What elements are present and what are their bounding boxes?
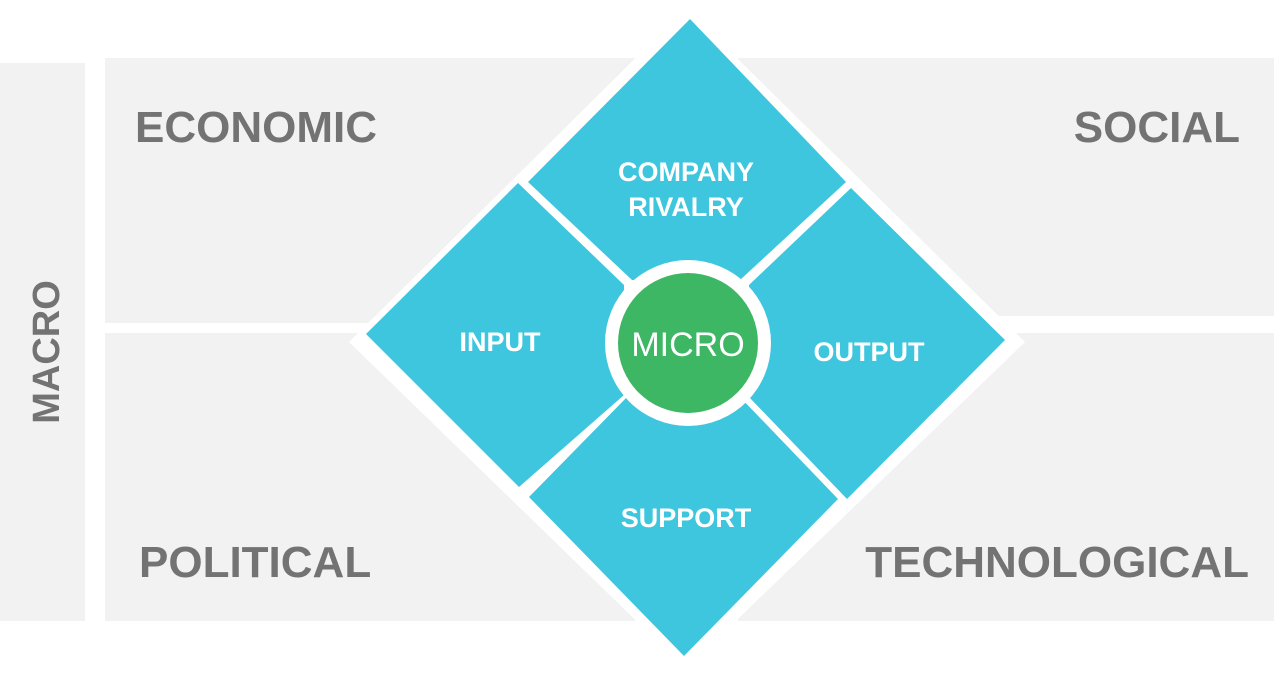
support-label: SUPPORT <box>621 503 752 533</box>
rivalry-label: RIVALRY <box>628 192 744 222</box>
diamond-segment-input <box>366 183 624 487</box>
company-label: COMPANY <box>618 157 754 187</box>
macro-bar <box>0 63 85 621</box>
economic-label: ECONOMIC <box>135 103 377 152</box>
social-label: SOCIAL <box>1073 103 1240 152</box>
micro-label: MICRO <box>631 326 744 364</box>
diamond-segment-output <box>749 188 1005 499</box>
diamond-segment-company-rivalry <box>528 19 846 280</box>
diamond-segment-support <box>529 396 838 656</box>
micro-circle <box>618 273 758 413</box>
output-label: OUTPUT <box>814 337 926 367</box>
input-label: INPUT <box>460 327 542 357</box>
political-label: POLITICAL <box>139 538 372 587</box>
technological-label: TECHNOLOGICAL <box>865 538 1249 587</box>
